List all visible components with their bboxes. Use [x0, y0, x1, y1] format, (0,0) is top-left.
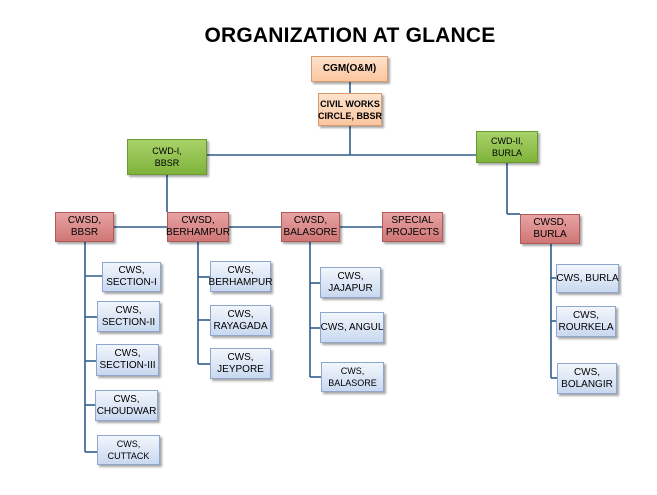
- node-label-line: CHOUDWAR: [96, 405, 157, 417]
- node-cws-rayagada[interactable]: CWS,RAYAGADA: [210, 305, 271, 336]
- node-cwsd-balasore[interactable]: CWSD,BALASORE: [281, 212, 340, 242]
- node-label-line: CWS,: [116, 439, 141, 449]
- node-cws-balasore[interactable]: CWS, BALASORE: [321, 362, 384, 392]
- node-cws-berhampur[interactable]: CWS,BERHAMPUR: [208, 261, 273, 292]
- node-label-line: CWS,: [340, 366, 365, 376]
- node-label-line: CWS,: [227, 308, 254, 320]
- node-cws-burla[interactable]: CWS, BURLA: [556, 264, 619, 293]
- node-cws-section-3[interactable]: CWS,SECTION-III: [96, 344, 159, 376]
- node-label-line: BALASORE: [283, 227, 338, 238]
- node-label-line: BOLANGIR: [561, 378, 613, 390]
- node-label-line: BURLA: [533, 229, 567, 240]
- node-label-line: CWS,: [114, 348, 141, 359]
- node-label-line: SECTION-I: [106, 277, 157, 288]
- node-cws-choudwar[interactable]: CWS,CHOUDWAR: [95, 390, 158, 421]
- node-label-line: CIRCLE, BBSR: [318, 110, 383, 121]
- node-label-line: CWSD,: [181, 215, 215, 226]
- node-label-line: CWSD,: [67, 215, 102, 226]
- node-label-line: SECTION-III: [99, 360, 156, 371]
- node-label-line: BALASORE: [328, 378, 377, 388]
- node-label-line: RAYAGADA: [213, 320, 268, 332]
- node-label-line: CWD-II,: [491, 136, 523, 146]
- node-label-line: CWS,: [337, 270, 364, 282]
- node-label-line: SPECIAL: [391, 215, 434, 226]
- node-cws-angul[interactable]: CWS, ANGUL: [320, 312, 384, 343]
- node-label-line: ROURKELA: [558, 321, 614, 333]
- node-cwd-2[interactable]: CWD-II, BURLA: [476, 131, 538, 163]
- node-cws-cuttack[interactable]: CWS, CUTTACK: [97, 435, 160, 465]
- node-label-line: BBSR: [154, 158, 180, 168]
- node-label-line: JEYPORE: [217, 363, 264, 375]
- node-label-line: BURLA: [491, 148, 522, 158]
- node-label-line: CWS,: [573, 366, 601, 378]
- node-label-line: CWD-I,: [152, 146, 182, 156]
- node-label-line: SECTION-II: [101, 316, 156, 328]
- node-label-line: BERHAMPUR: [208, 276, 273, 288]
- node-label-line: JAJAPUR: [328, 282, 373, 294]
- node-cws-jeypore[interactable]: CWS,JEYPORE: [210, 348, 271, 379]
- node-cws-section-2[interactable]: CWS,SECTION-II: [97, 301, 160, 332]
- node-label-line: CIVIL WORKS: [320, 98, 380, 109]
- node-cwsd-berhampur[interactable]: CWSD,BERHAMPUR: [166, 212, 230, 242]
- node-label-line: PROJECTS: [385, 227, 440, 238]
- node-label-line: CWS,: [118, 265, 145, 276]
- node-cwsd-bbsr[interactable]: CWSD,BBSR: [55, 212, 114, 242]
- node-cwd-1[interactable]: CWD-I, BBSR: [127, 139, 207, 175]
- chart-title: ORGANIZATION AT GLANCE: [204, 24, 496, 47]
- node-cwsd-burla[interactable]: CWSD,BURLA: [520, 214, 580, 244]
- node-label-line: CWSD,: [533, 217, 567, 228]
- node-label-line: BBSR: [70, 227, 99, 238]
- node-label-line: CWS,: [227, 264, 254, 276]
- node-label-line: CWS,: [113, 393, 140, 405]
- node-label-line: CWS,: [227, 351, 254, 363]
- node-label-line: CWS, ANGUL: [320, 321, 384, 333]
- node-cgm[interactable]: CGM(O&M): [311, 56, 388, 82]
- node-label-line: CGM(O&M): [322, 63, 377, 74]
- node-cws-section-1[interactable]: CWS,SECTION-I: [102, 262, 161, 292]
- node-cws-jajapur[interactable]: CWS,JAJAPUR: [320, 267, 381, 298]
- node-label-line: CWSD,: [293, 215, 328, 226]
- node-label-line: BERHAMPUR: [166, 227, 230, 238]
- node-cws-rourkela[interactable]: CWS,ROURKELA: [556, 306, 616, 337]
- node-label-line: CWS, BURLA: [556, 272, 619, 284]
- node-label-line: CWS,: [115, 304, 142, 316]
- node-cws-bolangir[interactable]: CWS,BOLANGIR: [557, 363, 617, 394]
- node-label-line: CWS,: [572, 309, 600, 321]
- node-label-line: CUTTACK: [107, 451, 150, 461]
